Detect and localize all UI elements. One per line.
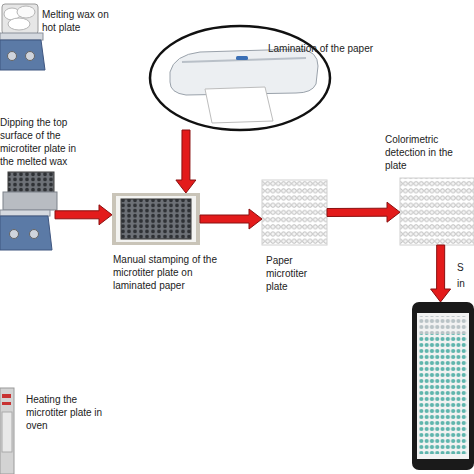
step-illustration: Manual stamping of the microtiter plate … xyxy=(112,193,200,245)
step-caption: Dipping the top surface of the microtite… xyxy=(0,116,92,168)
step-illustration: Paper microtiter plate xyxy=(262,180,327,245)
stamping-photo xyxy=(112,193,200,245)
flow-arrow xyxy=(327,202,400,222)
flow-arrow xyxy=(431,245,451,302)
step-caption: Lamination of the paper xyxy=(268,42,418,55)
step-caption: in xyxy=(457,277,474,290)
detection-plate xyxy=(400,178,474,245)
flow-arrow xyxy=(176,130,196,193)
laminator xyxy=(150,26,330,130)
step-illustration: Dipping the top surface of the microtite… xyxy=(0,170,55,250)
step-caption: Melting wax on hot plate xyxy=(42,8,110,34)
step-caption: Colorimetric detection in the plate xyxy=(385,133,473,172)
step-illustration: Melting wax on hot plate xyxy=(0,0,46,72)
flow-arrow xyxy=(55,205,112,225)
smartphone xyxy=(412,302,474,470)
flow-arrow xyxy=(200,209,262,229)
step-illustration: Lamination of the paper xyxy=(150,25,330,130)
dipping-illustration xyxy=(0,172,57,250)
step-caption: Heating the microtiter plate in oven xyxy=(26,393,118,432)
step-caption: Paper microtiter plate xyxy=(266,254,322,293)
hot-plate-wax xyxy=(0,4,45,70)
step-illustration: Colorimetric detection in the plate xyxy=(400,178,474,245)
oven xyxy=(0,388,14,474)
step-caption: S xyxy=(457,261,474,274)
paper-plate xyxy=(262,180,327,245)
step-illustration: Sin xyxy=(412,302,474,470)
step-caption: Manual stamping of the microtiter plate … xyxy=(113,253,231,292)
step-illustration: Heating the microtiter plate in oven xyxy=(0,385,16,474)
